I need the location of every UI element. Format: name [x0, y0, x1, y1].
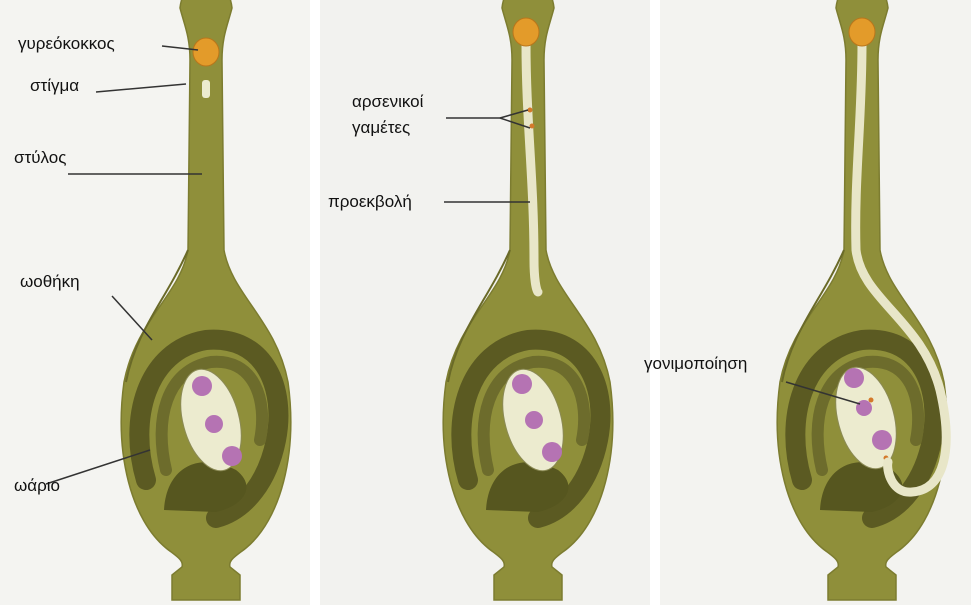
pistil-3-nucleus-top: [844, 368, 864, 388]
pistil-2-pollen-grain: [513, 18, 539, 46]
pistil-2-male-gamete-1: [528, 108, 533, 113]
pistil-1-nucleus-center: [205, 415, 223, 433]
pistil-3-nucleus-center: [856, 400, 872, 416]
pistil-3-gamete-fusing: [869, 398, 874, 403]
label-male-gametes-line1: αρσενικοί: [352, 92, 423, 112]
label-pollen-grain: γυρεόκοκκος: [18, 34, 115, 54]
pistil-1-nucleus-top: [192, 376, 212, 396]
label-pollen-tube: προεκβολή: [328, 192, 412, 212]
pistil-2-nucleus-top: [512, 374, 532, 394]
label-stigma: στίγμα: [30, 76, 79, 96]
pistil-1-nucleus-bottom: [222, 446, 242, 466]
pistil-3-nucleus-bottom: [872, 430, 892, 450]
label-ovary: ωοθήκη: [20, 272, 80, 292]
label-ovule: ωάριο: [14, 476, 60, 496]
pistil-2-male-gamete-2: [530, 124, 535, 129]
label-style: στύλος: [14, 148, 66, 168]
pistil-2-nucleus-center: [525, 411, 543, 429]
pistil-1-pollen-grain: [193, 38, 219, 66]
label-male-gametes-line2: γαμέτες: [352, 118, 410, 138]
pistil-2-nucleus-bottom: [542, 442, 562, 462]
pistil-3-pollen-grain: [849, 18, 875, 46]
label-fertilization: γονιμοποίηση: [644, 354, 747, 374]
pistil-1-stigma-mark: [202, 80, 210, 98]
